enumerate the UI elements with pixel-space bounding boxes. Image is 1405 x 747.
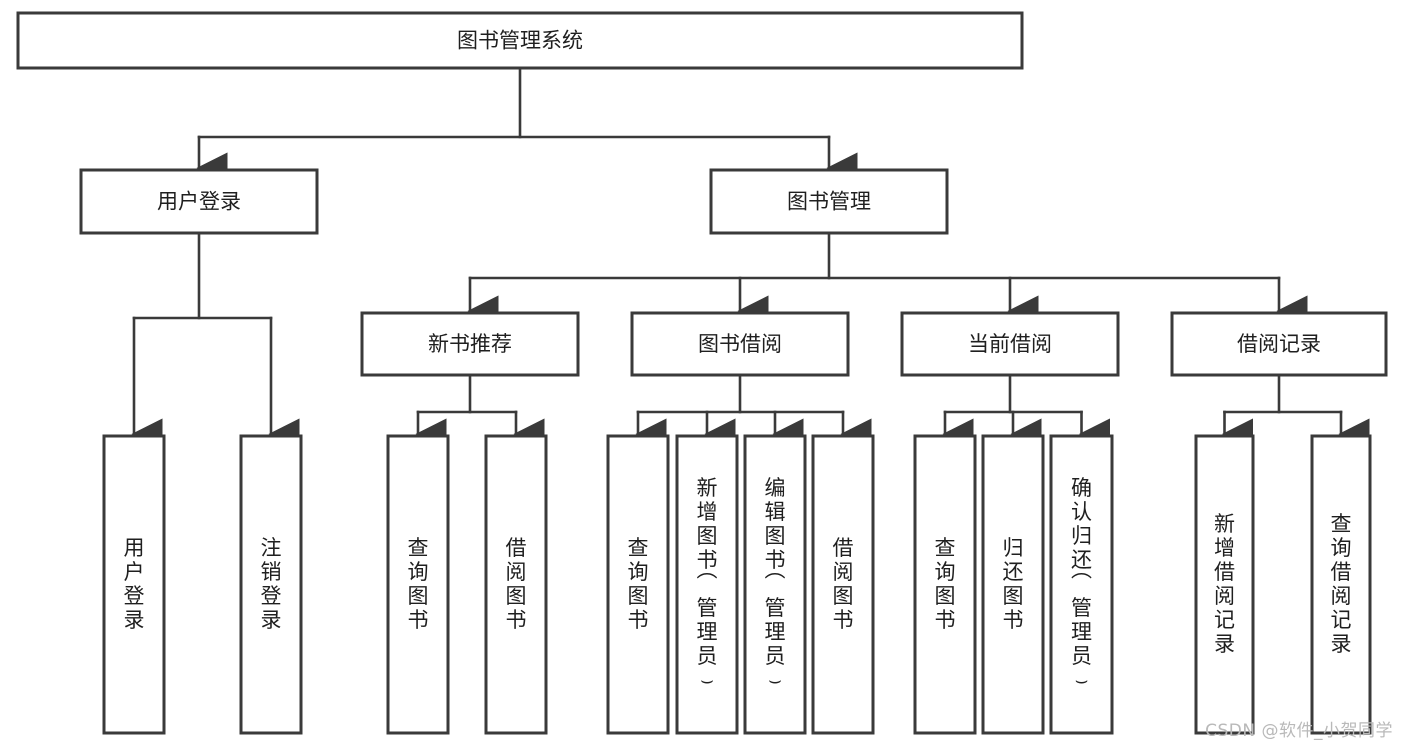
leaf-query-book-2-label: 查询图书: [628, 536, 649, 632]
leaf-add-book-box[interactable]: [675, 434, 739, 735]
leaf-confirm-return-box[interactable]: [1049, 434, 1114, 735]
leaf-add-record-box[interactable]: [1194, 434, 1255, 735]
leaf-borrow-book-2-label: 借阅图书: [833, 536, 854, 632]
leaf-query-book-1[interactable]: 查询图书: [386, 434, 450, 735]
node-book-management[interactable]: 图书管理: [709, 168, 949, 235]
leaf-borrow-book-1[interactable]: 借阅图书: [484, 434, 548, 735]
root-node-book-management-system-box[interactable]: [16, 11, 1024, 70]
node-book-borrow[interactable]: 图书借阅: [630, 311, 850, 377]
leaf-query-book-2[interactable]: 查询图书: [606, 434, 670, 735]
node-book-borrow-box[interactable]: [630, 311, 850, 377]
leaf-return-book-label: 归还图书: [1003, 536, 1024, 632]
leaf-confirm-return-label: 确认归还⌒管理员⌣: [1071, 476, 1092, 692]
node-new-book-recommend-label: 新书推荐: [428, 332, 512, 356]
leaf-edit-book-box[interactable]: [743, 434, 807, 735]
root-node-book-management-system[interactable]: 图书管理系统: [16, 11, 1024, 70]
leaf-return-book-box[interactable]: [981, 434, 1045, 735]
node-book-management-label: 图书管理: [787, 190, 871, 214]
node-current-borrow-box[interactable]: [900, 311, 1120, 377]
leaf-logout-box[interactable]: [239, 434, 303, 735]
leaf-borrow-book-1-box[interactable]: [484, 434, 548, 735]
leaf-logout-label: 注销登录: [261, 536, 282, 632]
leaf-query-book-3[interactable]: 查询图书: [913, 434, 977, 735]
leaf-user-login[interactable]: 用户登录: [102, 434, 166, 735]
node-borrow-record-label: 借阅记录: [1237, 332, 1321, 356]
leaf-add-book[interactable]: 新增图书⌒管理员⌣: [675, 434, 739, 735]
node-layer: 图书管理系统用户登录图书管理新书推荐图书借阅当前借阅借阅记录用户登录注销登录查询…: [16, 11, 1388, 735]
leaf-edit-book-label: 编辑图书⌒管理员⌣: [765, 476, 786, 692]
leaf-confirm-return[interactable]: 确认归还⌒管理员⌣: [1049, 434, 1114, 735]
connector-layer: [131, 66, 1370, 450]
leaf-add-book-label: 新增图书⌒管理员⌣: [697, 476, 718, 692]
leaf-query-book-1-box[interactable]: [386, 434, 450, 735]
leaf-add-record-label: 新增借阅记录: [1214, 512, 1235, 656]
leaf-query-record-label: 查询借阅记录: [1331, 512, 1352, 656]
node-user-login[interactable]: 用户登录: [79, 168, 319, 235]
node-borrow-record[interactable]: 借阅记录: [1170, 311, 1388, 377]
node-user-login-box[interactable]: [79, 168, 319, 235]
leaf-borrow-book-2[interactable]: 借阅图书: [811, 434, 875, 735]
leaf-return-book[interactable]: 归还图书: [981, 434, 1045, 735]
node-new-book-recommend[interactable]: 新书推荐: [360, 311, 580, 377]
node-borrow-record-box[interactable]: [1170, 311, 1388, 377]
leaf-edit-book[interactable]: 编辑图书⌒管理员⌣: [743, 434, 807, 735]
leaf-user-login-box[interactable]: [102, 434, 166, 735]
leaf-query-book-2-box[interactable]: [606, 434, 670, 735]
leaf-query-record[interactable]: 查询借阅记录: [1310, 434, 1372, 735]
root-node-book-management-system-label: 图书管理系统: [457, 29, 583, 53]
node-user-login-label: 用户登录: [157, 190, 241, 214]
node-book-management-box[interactable]: [709, 168, 949, 235]
node-current-borrow-label: 当前借阅: [968, 332, 1052, 356]
leaf-logout[interactable]: 注销登录: [239, 434, 303, 735]
leaf-user-login-label: 用户登录: [124, 536, 145, 632]
leaf-query-book-3-box[interactable]: [913, 434, 977, 735]
leaf-add-record[interactable]: 新增借阅记录: [1194, 434, 1255, 735]
leaf-borrow-book-2-box[interactable]: [811, 434, 875, 735]
node-new-book-recommend-box[interactable]: [360, 311, 580, 377]
leaf-borrow-book-1-label: 借阅图书: [506, 536, 527, 632]
leaf-query-book-3-label: 查询图书: [935, 536, 956, 632]
leaf-query-record-box[interactable]: [1310, 434, 1372, 735]
node-book-borrow-label: 图书借阅: [698, 332, 782, 356]
leaf-query-book-1-label: 查询图书: [408, 536, 429, 632]
node-current-borrow[interactable]: 当前借阅: [900, 311, 1120, 377]
